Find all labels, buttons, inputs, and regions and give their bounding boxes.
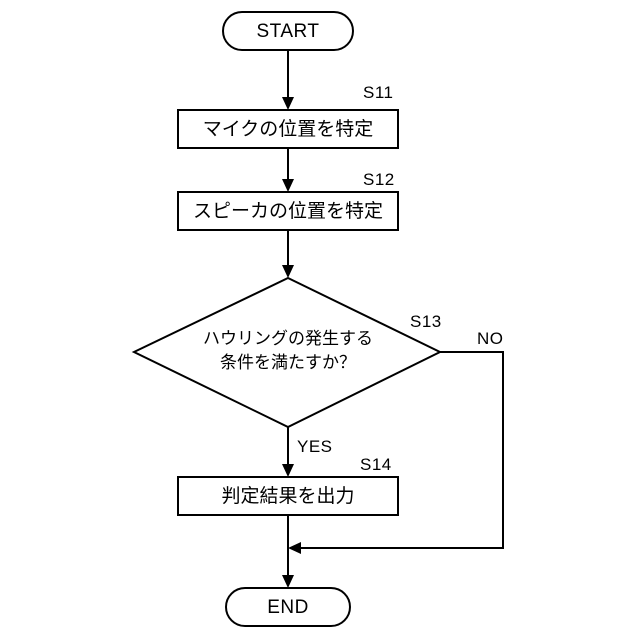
arrowhead-s12-to-s13 (282, 265, 294, 278)
arrowhead-s13-yes-to-s14 (282, 464, 294, 477)
arrowhead-s13-no-join (288, 542, 301, 554)
s14-process-shape (177, 476, 399, 516)
step-tag-s12: S12 (363, 170, 395, 189)
arrowhead-s14-to-end (282, 575, 294, 588)
branch-label-no: NO (477, 329, 504, 348)
s13-decision-shape (131, 276, 443, 429)
arrowhead-start-to-s11 (282, 97, 294, 110)
step-tag-s11: S11 (363, 83, 394, 102)
arrowhead-s11-to-s12 (282, 179, 294, 192)
branch-label-yes: YES (297, 437, 333, 456)
start-terminator-shape (222, 11, 354, 51)
step-tag-s14: S14 (360, 455, 392, 474)
step-tag-s13: S13 (410, 312, 442, 331)
connector-s13-no-to-end (296, 351, 504, 549)
s12-process-shape (177, 191, 399, 231)
s11-process-shape (177, 109, 399, 149)
end-terminator-shape (225, 587, 351, 627)
